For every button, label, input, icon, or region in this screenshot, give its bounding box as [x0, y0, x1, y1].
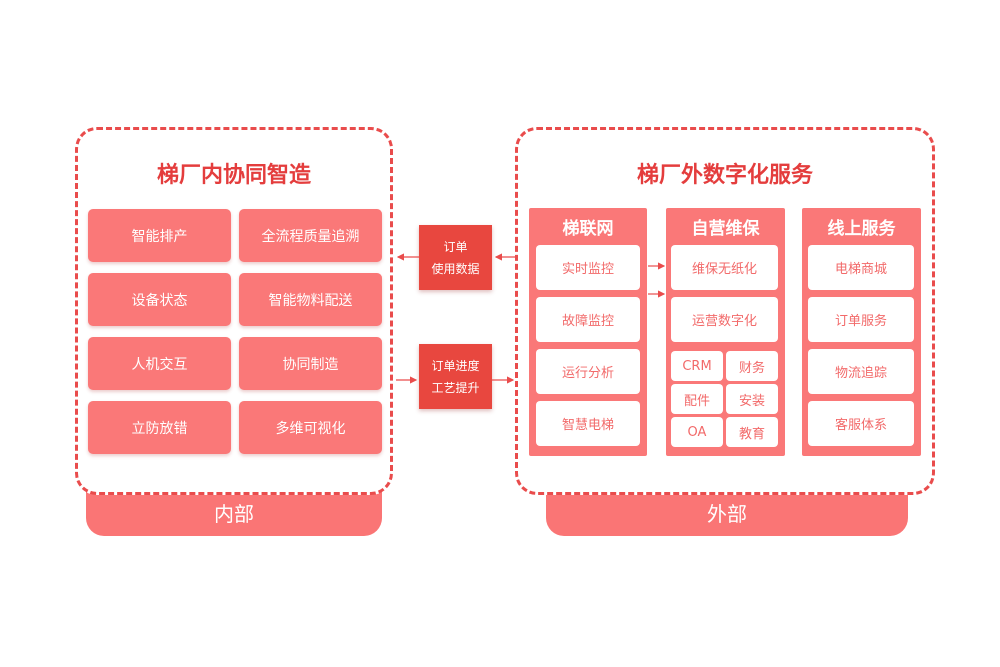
tile-visualization: 多维可视化: [239, 401, 382, 454]
flow-box-progress-process: 订单进度 工艺提升: [419, 344, 492, 409]
item-paperless-maintenance: 维保无纸化: [671, 245, 778, 290]
tile-collab-manufacturing: 协同制造: [239, 337, 382, 390]
tile-equipment-status: 设备状态: [88, 273, 231, 326]
item-digital-operations: 运营数字化: [671, 297, 778, 342]
flow-box-progress-process-line2: 工艺提升: [431, 380, 480, 395]
item-run-analysis: 运行分析: [536, 349, 640, 394]
item-parts: 配件: [671, 384, 723, 414]
item-realtime-monitor: 实时监控: [536, 245, 640, 290]
tile-hmi: 人机交互: [88, 337, 231, 390]
item-installation: 安装: [726, 384, 778, 414]
flow-box-order-usage-line2: 使用数据: [431, 261, 480, 276]
inner-footer-label: 内部: [214, 502, 254, 526]
item-education: 教育: [726, 417, 778, 447]
tile-error-proofing: 立防放错: [88, 401, 231, 454]
item-customer-service: 客服体系: [808, 401, 914, 446]
outer-panel-title: 梯厂外数字化服务: [636, 163, 813, 188]
item-order-service: 订单服务: [808, 297, 914, 342]
column-elevator-iot-header: 梯联网: [562, 219, 614, 239]
item-smart-elevator: 智慧电梯: [536, 401, 640, 446]
flow-box-order-usage-line1: 订单: [443, 239, 468, 254]
tile-scheduling: 智能排产: [88, 209, 231, 262]
flow-box-order-usage: 订单 使用数据: [419, 225, 492, 290]
item-oa: OA: [671, 417, 723, 447]
tile-material-delivery: 智能物料配送: [239, 273, 382, 326]
outer-footer-label: 外部: [707, 502, 747, 526]
item-elevator-mall: 电梯商城: [808, 245, 914, 290]
flow-box-progress-process-line1: 订单进度: [431, 358, 480, 373]
column-self-maintenance-header: 自营维保: [691, 219, 760, 239]
item-fault-monitor: 故障监控: [536, 297, 640, 342]
item-finance: 财务: [726, 351, 778, 381]
inner-panel-title: 梯厂内协同智造: [156, 163, 311, 188]
item-logistics-tracking: 物流追踪: [808, 349, 914, 394]
tile-quality-trace: 全流程质量追溯: [239, 209, 382, 262]
column-online-service-header: 线上服务: [827, 219, 896, 239]
item-crm: CRM: [671, 351, 723, 381]
